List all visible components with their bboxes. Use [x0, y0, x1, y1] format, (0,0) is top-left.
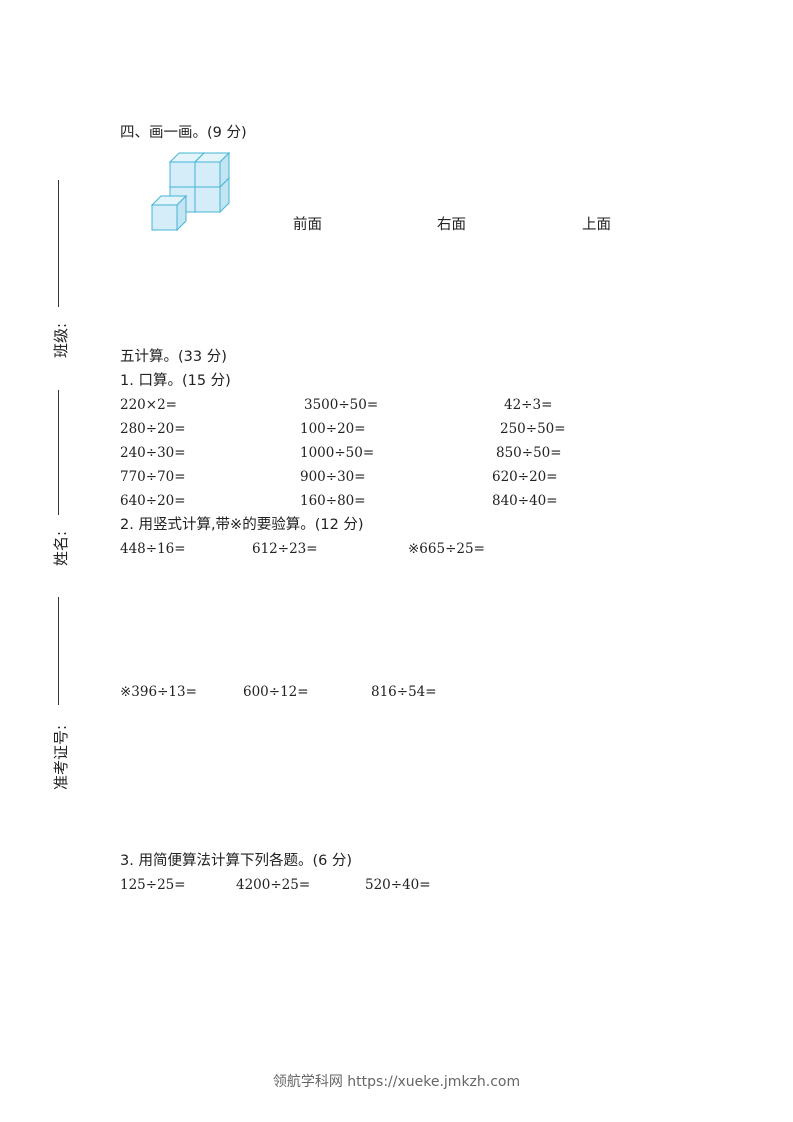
oral-problem: 3500÷50= — [304, 397, 379, 413]
problem: 4200÷25= — [236, 877, 311, 893]
name-line — [58, 390, 59, 515]
oral-problem: 770÷70= — [120, 469, 186, 485]
oral-problem: 42÷3= — [504, 397, 553, 413]
oral-problem: 900÷30= — [300, 469, 366, 485]
cube-face — [176, 194, 187, 232]
cube-face — [194, 161, 221, 188]
section4-title: 四、画一画。(9 分) — [120, 125, 247, 141]
oral-problem: 280÷20= — [120, 421, 186, 437]
oral-problem: 160÷80= — [300, 493, 366, 509]
problem: 816÷54= — [371, 684, 437, 700]
view-front-label: 前面 — [293, 217, 322, 233]
section5-title: 五计算。(33 分) — [120, 349, 227, 365]
view-top-label: 上面 — [582, 217, 611, 233]
oral-problem: 220×2= — [120, 397, 177, 413]
view-right-label: 右面 — [437, 217, 466, 233]
oral-problem: 840÷40= — [492, 493, 558, 509]
problem: 125÷25= — [120, 877, 186, 893]
class-label: 班级: — [52, 322, 70, 358]
cube-face — [219, 151, 230, 189]
cube-face — [169, 161, 196, 188]
name-label: 姓名: — [52, 530, 70, 566]
problem: ※396÷13= — [120, 684, 197, 700]
q2-title: 2. 用竖式计算,带※的要验算。(12 分) — [120, 517, 364, 533]
problem: 612÷23= — [252, 541, 318, 557]
q1-title: 1. 口算。(15 分) — [120, 373, 231, 389]
cube-face — [194, 186, 221, 213]
oral-problem: 1000÷50= — [300, 445, 375, 461]
exam-no-line — [58, 597, 59, 705]
oral-problem: 640÷20= — [120, 493, 186, 509]
cube-face — [151, 204, 178, 231]
problem: ※665÷25= — [408, 541, 485, 557]
cube-figure — [150, 151, 231, 232]
footer-watermark: 领航学科网 https://xueke.jmkzh.com — [272, 1074, 521, 1090]
oral-problem: 240÷30= — [120, 445, 186, 461]
exam-no-label: 准考证号: — [52, 724, 70, 790]
problem: 448÷16= — [120, 541, 186, 557]
q3-title: 3. 用简便算法计算下列各题。(6 分) — [120, 853, 353, 869]
oral-problem: 620÷20= — [492, 469, 558, 485]
class-line — [58, 180, 59, 307]
oral-problem: 100÷20= — [300, 421, 366, 437]
problem: 600÷12= — [243, 684, 309, 700]
oral-problem: 250÷50= — [500, 421, 566, 437]
oral-problem: 850÷50= — [496, 445, 562, 461]
problem: 520÷40= — [365, 877, 431, 893]
